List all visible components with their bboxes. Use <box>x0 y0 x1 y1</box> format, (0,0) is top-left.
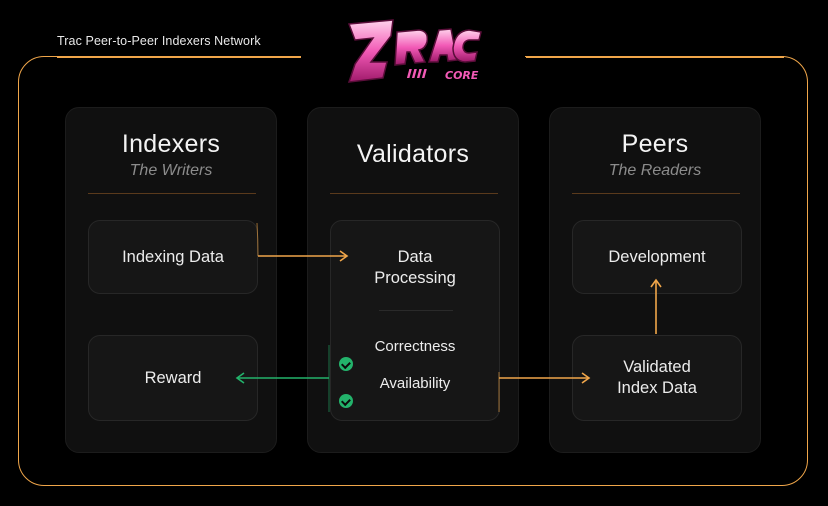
network-title: Trac Peer-to-Peer Indexers Network <box>57 34 261 48</box>
check-circle-icon <box>339 394 353 408</box>
indexing-data-card: Indexing Data <box>88 220 258 294</box>
availability-label: Availability <box>379 375 451 392</box>
indexing-data-label: Indexing Data <box>122 247 224 266</box>
indexers-subtitle: The Writers <box>129 162 213 179</box>
check-circle-icon <box>339 357 353 371</box>
trac-core-logo: CORE <box>347 19 482 83</box>
indexers-divider <box>88 193 256 194</box>
validators-title: Validators <box>356 140 470 168</box>
validated-index-data-card: Validated Index Data <box>572 335 742 421</box>
development-label: Development <box>608 247 706 266</box>
validated-label-line2: Index Data <box>617 379 697 397</box>
arrow-validated-to-development <box>650 278 662 334</box>
reward-card: Reward <box>88 335 258 421</box>
validators-inner-divider <box>379 310 453 311</box>
logo-core-text: CORE <box>445 69 479 82</box>
correctness-label: Correctness <box>374 338 456 355</box>
validated-label-line1: Validated <box>623 358 691 376</box>
indexers-column: Indexers The Writers Indexing Data Rewar… <box>65 107 277 453</box>
data-processing-line1: Data <box>397 248 433 266</box>
data-processing-line2: Processing <box>374 269 456 287</box>
peers-subtitle: The Readers <box>608 162 702 179</box>
title-underline <box>57 56 301 58</box>
arrow-validators-to-reward <box>235 345 330 412</box>
peers-title: Peers <box>621 130 689 158</box>
validators-divider <box>330 193 498 194</box>
development-card: Development <box>572 220 742 294</box>
reward-label: Reward <box>144 368 202 387</box>
title-line-right <box>526 56 784 58</box>
arrow-validators-to-validated <box>498 372 591 412</box>
validators-column: Validators Data Processing Correctness A… <box>307 107 519 453</box>
peers-divider <box>572 193 740 194</box>
data-processing-card: Data Processing Correctness Availability <box>330 220 500 421</box>
arrow-indexing-to-processing <box>256 222 349 262</box>
indexers-title: Indexers <box>121 130 221 158</box>
correctness-row: Correctness <box>331 336 499 371</box>
peers-column: Peers The Readers Development Validated … <box>549 107 761 453</box>
availability-row: Availability <box>331 373 499 408</box>
